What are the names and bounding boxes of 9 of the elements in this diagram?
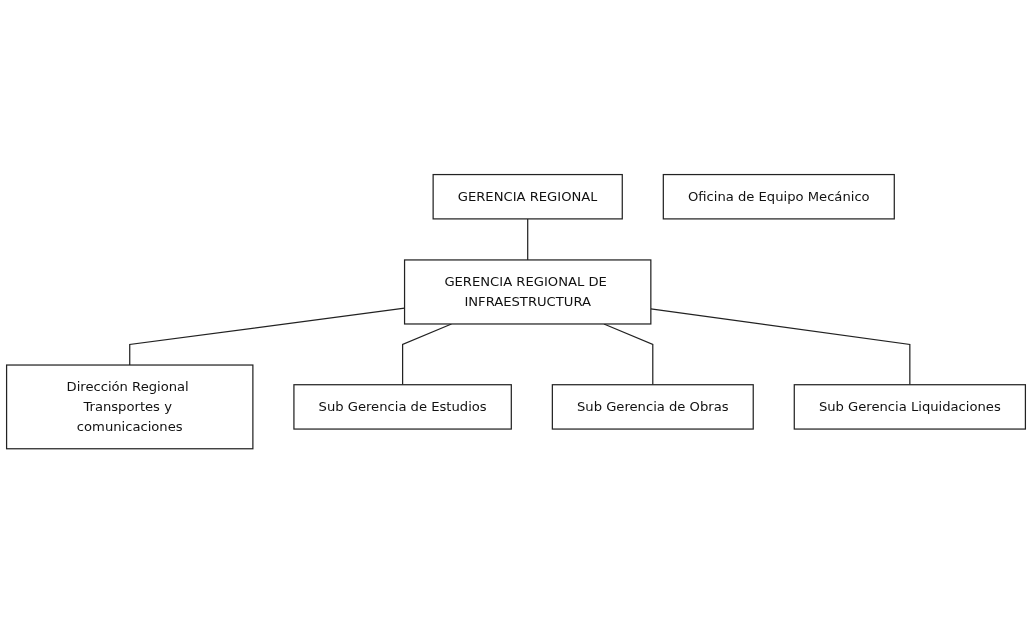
node-box: Oficina de Equipo Mecánico [662, 174, 895, 220]
node-box: Sub Gerencia de Obras [551, 384, 754, 430]
node-box: GERENCIA REGIONAL DE INFRAESTRUCTURA [403, 259, 652, 325]
node-box: Sub Gerencia Liquidaciones [793, 384, 1027, 430]
connector [527, 218, 529, 261]
connector [650, 308, 911, 386]
node-box: Dirección Regional Transportes y comunicaciones [6, 364, 254, 450]
node-box: GERENCIA REGIONAL [432, 174, 623, 220]
node-box: Sub Gerencia de Estudios [293, 384, 512, 430]
